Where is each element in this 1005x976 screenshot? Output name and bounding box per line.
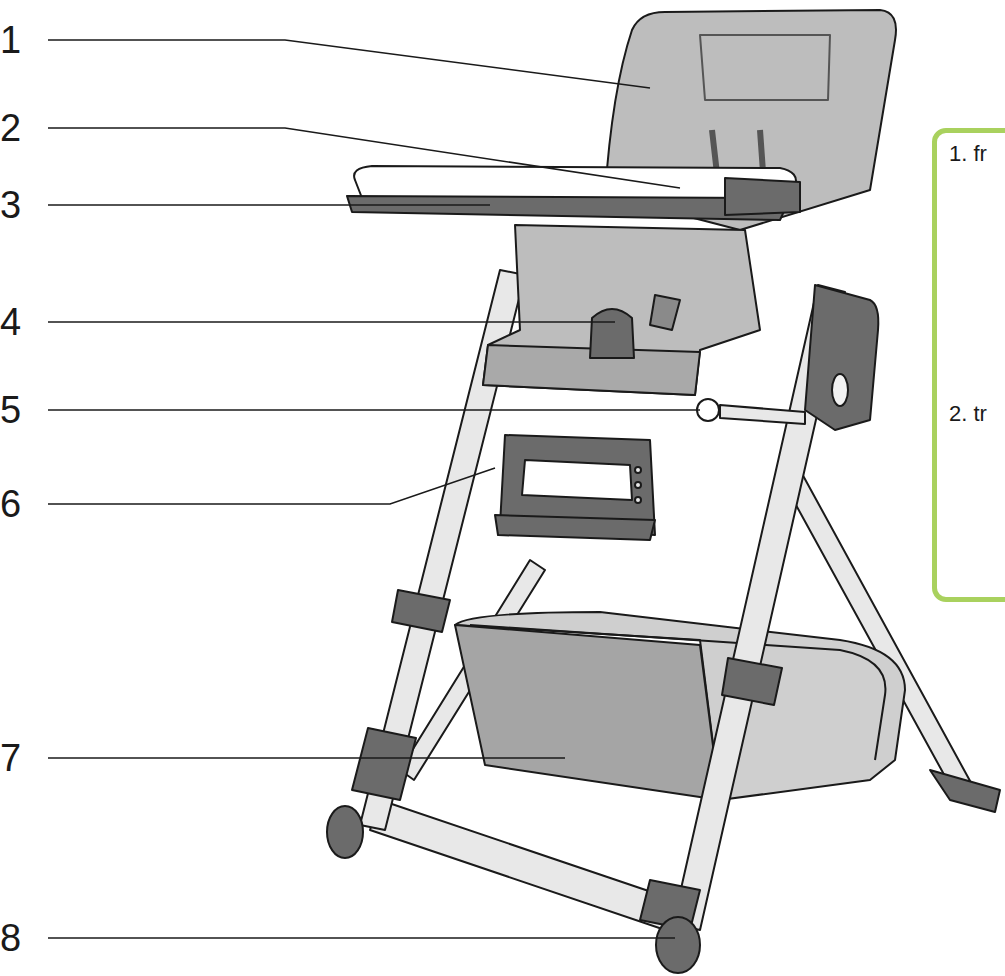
tray-clamp bbox=[725, 178, 800, 215]
side-panel bbox=[805, 285, 878, 430]
basket-rim bbox=[455, 612, 905, 800]
release-button bbox=[832, 374, 848, 406]
basket bbox=[455, 625, 720, 800]
callout-number: 1 bbox=[0, 21, 21, 59]
callout-number: 6 bbox=[0, 485, 21, 523]
leader-line bbox=[48, 937, 675, 939]
leader-line bbox=[48, 409, 700, 411]
leader-lines bbox=[48, 40, 700, 938]
note-text: 2. tr bbox=[949, 401, 987, 427]
callout-number: 8 bbox=[0, 919, 21, 957]
leader-line bbox=[48, 468, 495, 504]
cross-bar bbox=[720, 405, 805, 424]
callout-number: 2 bbox=[0, 109, 21, 147]
wheel bbox=[327, 806, 363, 858]
note-text: 1. fr bbox=[949, 141, 987, 167]
adjust-hole bbox=[635, 482, 641, 488]
crotch-pad bbox=[590, 309, 634, 358]
backrest-panel bbox=[700, 35, 830, 100]
rear-foot bbox=[930, 770, 1000, 812]
leader-line bbox=[48, 757, 565, 759]
callout-number: 4 bbox=[0, 303, 21, 341]
callout-number: 7 bbox=[0, 739, 21, 777]
adjust-hole bbox=[635, 497, 641, 503]
note-box: 1. fr 2. tr bbox=[932, 128, 1005, 602]
buckle bbox=[650, 295, 680, 330]
leg-end bbox=[352, 728, 416, 800]
footrest-step bbox=[495, 515, 655, 540]
leg-clip bbox=[722, 658, 782, 705]
wheel bbox=[656, 917, 700, 973]
adjust-hole bbox=[635, 467, 641, 473]
leader-line bbox=[48, 321, 615, 323]
tray-front bbox=[347, 196, 790, 220]
leg-clip bbox=[392, 590, 450, 632]
pivot-pin bbox=[697, 399, 719, 421]
callout-number: 5 bbox=[0, 391, 21, 429]
seat-cushion bbox=[483, 225, 760, 395]
leader-line bbox=[48, 204, 490, 206]
leader-line bbox=[48, 40, 650, 88]
callout-number: 3 bbox=[0, 186, 21, 224]
leader-line bbox=[48, 128, 680, 188]
